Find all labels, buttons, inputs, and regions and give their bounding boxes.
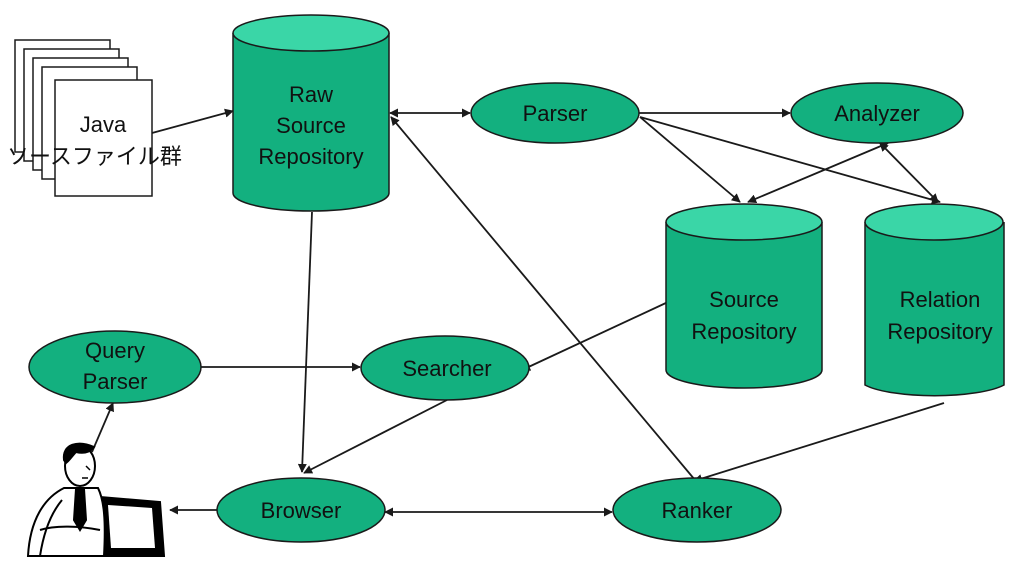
arrow-searcher-to-browser	[303, 399, 448, 474]
arrow-files-to-raw	[151, 108, 234, 134]
raw-source-repository-label-1: Raw	[289, 82, 333, 107]
ranker-node: Ranker	[612, 477, 782, 543]
raw-source-repository-label-3: Repository	[258, 144, 363, 169]
raw-source-repository: Raw Source Repository	[232, 14, 390, 212]
searcher-node: Searcher	[360, 335, 530, 401]
file-sheet	[54, 79, 153, 197]
parser-label: Parser	[523, 101, 588, 126]
arrow-analyzer-source-repo	[747, 141, 889, 204]
arrow-raw-to-browser	[297, 211, 313, 473]
arrow-user-to-query-parser	[91, 402, 114, 453]
ranker-label: Ranker	[662, 498, 733, 523]
relation-repository-label-2: Repository	[887, 319, 992, 344]
analyzer-node: Analyzer	[790, 82, 964, 144]
raw-source-repository-label-2: Source	[276, 113, 346, 138]
source-repository-label-1: Source	[709, 287, 779, 312]
arrow-analyzer-relation-repo	[879, 142, 939, 203]
source-repository-label-2: Repository	[691, 319, 796, 344]
arrow-relation-repo-to-ranker	[693, 402, 945, 483]
arrow-source-repo-to-searcher	[521, 301, 669, 371]
searcher-label: Searcher	[402, 356, 491, 381]
query-parser-label-1: Query	[85, 338, 145, 363]
person-at-computer-icon	[26, 442, 166, 557]
java-files-subtitle: ソースファイル群	[7, 145, 182, 170]
java-source-files	[14, 39, 153, 197]
java-files-label: Java	[80, 112, 127, 137]
relation-repository-label-1: Relation	[900, 287, 981, 312]
browser-label: Browser	[261, 498, 342, 523]
query-parser-node: Query Parser	[28, 330, 202, 404]
arrow-ranker-to-raw	[390, 116, 696, 481]
relation-repository: Relation Repository	[864, 203, 1005, 397]
parser-node: Parser	[470, 82, 640, 144]
source-repository: Source Repository	[665, 203, 823, 389]
arrow-parser-to-source-repo	[639, 116, 741, 203]
connectors	[91, 108, 945, 517]
analyzer-label: Analyzer	[834, 101, 920, 126]
query-parser-label-2: Parser	[83, 369, 148, 394]
browser-node: Browser	[216, 477, 386, 543]
